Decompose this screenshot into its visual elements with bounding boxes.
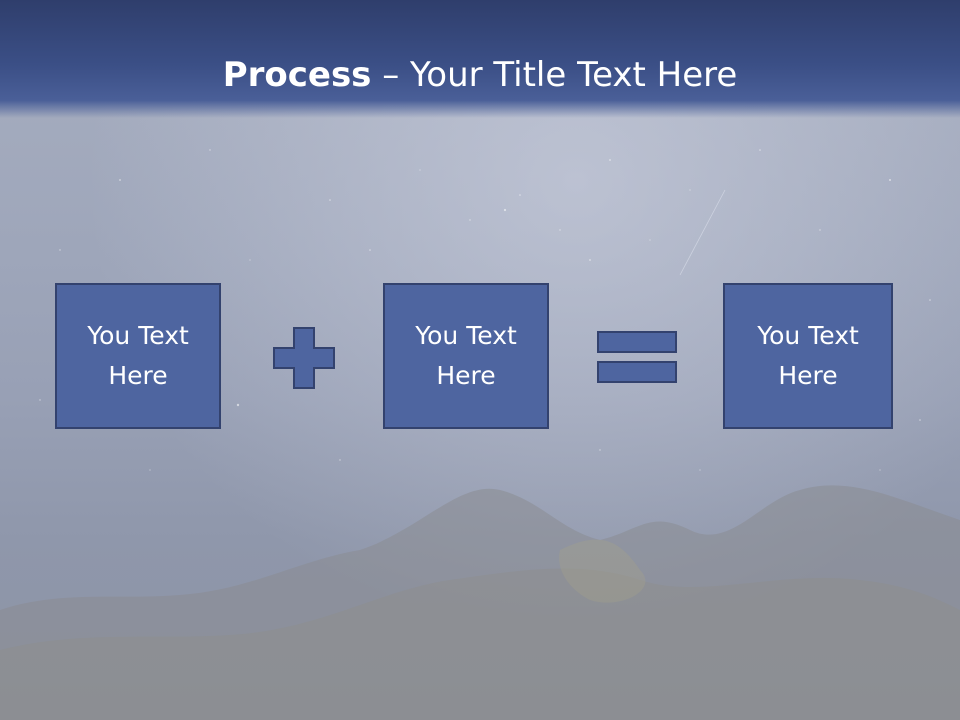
plus-icon xyxy=(273,327,335,389)
process-result-label: You Text Here xyxy=(757,321,859,390)
process-step-2-label: You Text Here xyxy=(415,321,517,390)
process-result-box: You Text Here xyxy=(723,283,893,429)
process-step-1-label: You Text Here xyxy=(87,321,189,390)
title-bar xyxy=(0,0,960,118)
slide-title-bold: Process xyxy=(222,55,372,95)
slide-title-text: – Your Title Text Here xyxy=(371,55,738,95)
hills-silhouette xyxy=(0,485,960,720)
equals-icon xyxy=(597,331,677,383)
process-step-1-box: You Text Here xyxy=(55,283,221,429)
process-step-2-box: You Text Here xyxy=(383,283,549,429)
slide-title: Process – Your Title Text Here xyxy=(0,50,960,100)
